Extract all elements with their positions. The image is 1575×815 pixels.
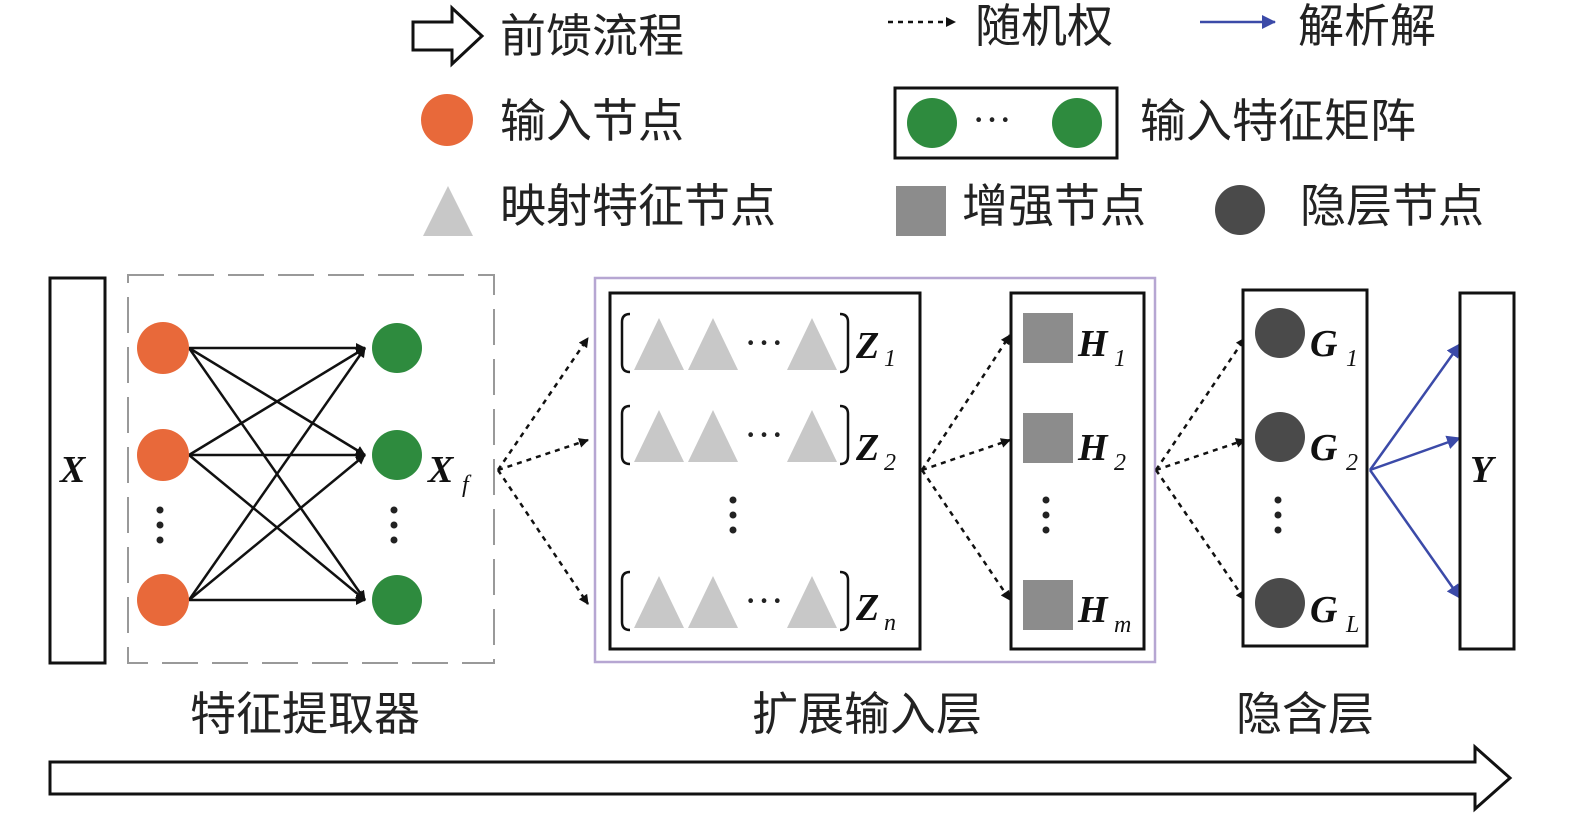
- legend-analytic-label: 解析解: [1298, 0, 1436, 53]
- enhancement-node: [1023, 580, 1073, 630]
- feedforward-arrow-icon: [411, 4, 485, 68]
- hidden-layer: G 1 G 2 G L: [1241, 288, 1369, 648]
- legend-input-node-label: 输入节点: [500, 94, 684, 148]
- enhancement-node: [1023, 313, 1073, 363]
- feature-extractor: X f: [127, 274, 495, 664]
- expanded-input-frame: [593, 276, 1157, 664]
- xf-subscript: f: [462, 472, 472, 498]
- z1-label: Z: [855, 325, 879, 367]
- legend-hidden-node-label: 隐层节点: [1300, 179, 1484, 233]
- expanded-input-layer: ··· Z 1 ··· Z 2 ··· Z: [593, 276, 1157, 664]
- zn-ellipsis: ···: [744, 578, 784, 623]
- hm-subscript: m: [1114, 612, 1131, 638]
- legend-matrix-ellipsis: ···: [972, 97, 1012, 142]
- hidden-node: [1255, 308, 1305, 358]
- mapped-group-ellipsis: [729, 496, 737, 534]
- zn-subscript: n: [884, 610, 896, 636]
- random-weights-to-hidden: [1154, 337, 1247, 601]
- enhancement-ellipsis: [1042, 496, 1050, 534]
- gl-subscript: L: [1345, 612, 1359, 638]
- feature-node-icon: [1052, 98, 1102, 148]
- extractor-connections: [187, 343, 367, 605]
- legend-enhancement-label: 增强节点: [962, 179, 1146, 233]
- hidden-node-ellipsis: [1274, 496, 1282, 534]
- feedforward-flow-arrow: [48, 743, 1513, 813]
- g2-subscript: 2: [1346, 450, 1358, 476]
- input-node: [137, 322, 189, 374]
- h2-subscript: 2: [1114, 450, 1126, 476]
- feature-node: [372, 323, 422, 373]
- output-y-label: Y: [1470, 449, 1497, 491]
- legend: 前馈流程 随机权 解析解 输入节点 ··· 输入特征矩阵 映射特征节点 增强节点…: [411, 0, 1484, 236]
- mapped-group-zn: ··· Z n: [620, 570, 896, 636]
- g1-label: G: [1310, 323, 1338, 365]
- output-y-box: Y: [1458, 291, 1516, 651]
- z1-ellipsis: ···: [744, 320, 784, 365]
- gl-label: G: [1310, 589, 1338, 631]
- z2-ellipsis: ···: [744, 412, 784, 457]
- mapped-feature-triangle-icon: [423, 186, 473, 236]
- feature-node-icon: [907, 98, 957, 148]
- legend-mapped-feature-label: 映射特征节点: [500, 179, 776, 233]
- legend-feedforward-label: 前馈流程: [500, 9, 684, 63]
- input-x-box: X: [48, 276, 107, 665]
- input-node: [137, 429, 189, 481]
- expanded-input-layer-label: 扩展输入层: [752, 687, 982, 741]
- xf-label: X: [427, 449, 455, 491]
- analytic-arrows: [1368, 343, 1462, 599]
- z1-subscript: 1: [884, 346, 896, 372]
- feature-node: [372, 430, 422, 480]
- random-weights-to-enhancement: [920, 334, 1012, 601]
- mapped-group-z1: ··· Z 1: [620, 312, 896, 374]
- mapped-group-z2: ··· Z 2: [620, 404, 896, 476]
- h1-subscript: 1: [1114, 346, 1126, 372]
- hidden-node: [1255, 412, 1305, 462]
- g1-subscript: 1: [1346, 346, 1358, 372]
- h1-label: H: [1077, 323, 1109, 365]
- input-node-ellipsis: [156, 506, 164, 544]
- random-weights-to-mapped: [496, 337, 590, 605]
- hidden-node-icon: [1215, 185, 1265, 235]
- z2-subscript: 2: [884, 450, 896, 476]
- z2-label: Z: [855, 427, 879, 469]
- input-x-label: X: [59, 449, 87, 491]
- hidden-node: [1255, 578, 1305, 628]
- enhancement-node: [1023, 413, 1073, 463]
- legend-input-feature-matrix-label: 输入特征矩阵: [1140, 94, 1416, 148]
- g2-label: G: [1310, 427, 1338, 469]
- feature-node: [372, 575, 422, 625]
- hidden-layer-label: 隐含层: [1236, 687, 1374, 741]
- input-node: [137, 574, 189, 626]
- feature-node-ellipsis: [390, 506, 398, 544]
- hm-label: H: [1077, 589, 1109, 631]
- enhancement-square-icon: [896, 186, 946, 236]
- feature-extractor-frame: [127, 274, 495, 664]
- zn-label: Z: [855, 587, 879, 629]
- legend-random-weight-label: 随机权: [975, 0, 1113, 53]
- h2-label: H: [1077, 427, 1109, 469]
- feature-extractor-label: 特征提取器: [190, 687, 420, 741]
- input-node-icon: [421, 94, 473, 146]
